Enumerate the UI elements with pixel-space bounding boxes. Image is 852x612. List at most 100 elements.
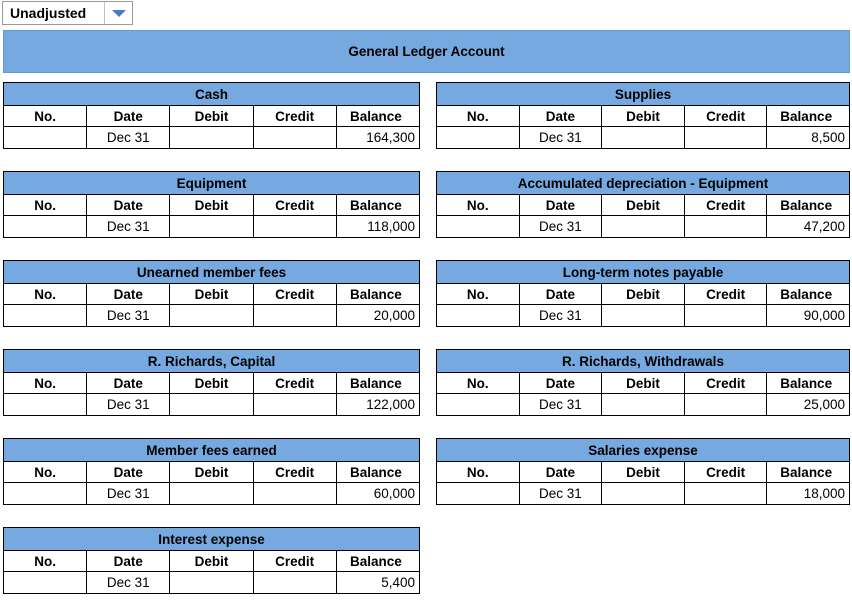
ledger-entry-row: Dec 31 20,000 (2, 304, 421, 327)
col-header-credit: Credit (683, 105, 768, 127)
ledger-table: Long-term notes payable No. Date Debit C… (436, 260, 850, 327)
col-header-no: No. (2, 105, 88, 127)
dropdown-arrow-button[interactable] (104, 2, 132, 24)
cell-balance: 47,200 (766, 215, 850, 238)
col-header-date: Date (86, 105, 171, 127)
col-header-date: Date (518, 105, 603, 127)
ledger-grid: Cash No. Date Debit Credit Balance Dec 3… (2, 82, 850, 594)
col-header-date: Date (86, 461, 171, 483)
cell-debit (169, 482, 254, 505)
ledger-title-row: Equipment (3, 171, 420, 195)
cell-no (2, 215, 88, 238)
cell-debit (169, 393, 254, 416)
cell-date: Dec 31 (518, 215, 603, 238)
ledger-account-title: Supplies (436, 82, 850, 106)
ledger-column-headers: No. Date Debit Credit Balance (2, 105, 421, 127)
col-header-debit: Debit (169, 194, 254, 216)
cell-credit (252, 126, 337, 149)
col-header-balance: Balance (766, 461, 850, 483)
col-header-balance: Balance (335, 550, 421, 572)
cell-credit (683, 482, 768, 505)
cell-credit (252, 304, 337, 327)
ledger-column-headers: No. Date Debit Credit Balance (2, 283, 421, 305)
ledger-table: Equipment No. Date Debit Credit Balance … (2, 171, 421, 238)
ledger-table: Unearned member fees No. Date Debit Cred… (2, 260, 421, 327)
ledger-entry-row: Dec 31 164,300 (2, 126, 421, 149)
col-header-no: No. (436, 105, 520, 127)
ledger-title-row: Interest expense (3, 527, 420, 551)
col-header-balance: Balance (335, 283, 421, 305)
cell-debit (169, 215, 254, 238)
cell-credit (683, 304, 768, 327)
col-header-balance: Balance (766, 372, 850, 394)
ledger-entry-row: Dec 31 25,000 (436, 393, 850, 416)
cell-no (2, 304, 88, 327)
col-header-date: Date (86, 550, 171, 572)
cell-credit (683, 126, 768, 149)
cell-debit (601, 126, 685, 149)
ledger-column-headers: No. Date Debit Credit Balance (2, 194, 421, 216)
cell-debit (601, 393, 685, 416)
col-header-balance: Balance (766, 194, 850, 216)
ledger-account-title: Long-term notes payable (436, 260, 850, 284)
ledger-column-headers: No. Date Debit Credit Balance (2, 550, 421, 572)
ledger-account-title: R. Richards, Capital (3, 349, 420, 373)
col-header-date: Date (518, 372, 603, 394)
col-header-credit: Credit (252, 372, 337, 394)
cell-no (436, 393, 520, 416)
col-header-date: Date (86, 283, 171, 305)
ledger-title-row: Member fees earned (3, 438, 420, 462)
cell-date: Dec 31 (86, 393, 171, 416)
ledger-column-headers: No. Date Debit Credit Balance (436, 372, 850, 394)
cell-no (436, 126, 520, 149)
cell-date: Dec 31 (86, 215, 171, 238)
ledger-entry-row: Dec 31 118,000 (2, 215, 421, 238)
col-header-no: No. (436, 194, 520, 216)
col-header-date: Date (518, 461, 603, 483)
ledger-title-row: Accumulated depreciation - Equipment (436, 171, 850, 195)
col-header-debit: Debit (169, 550, 254, 572)
ledger-title-row: Salaries expense (436, 438, 850, 462)
ledger-account-title: R. Richards, Withdrawals (436, 349, 850, 373)
ledger-title-row: Long-term notes payable (436, 260, 850, 284)
col-header-no: No. (2, 283, 88, 305)
col-header-balance: Balance (766, 283, 850, 305)
ledger-entry-row: Dec 31 8,500 (436, 126, 850, 149)
cell-date: Dec 31 (86, 304, 171, 327)
cell-balance: 90,000 (766, 304, 850, 327)
cell-date: Dec 31 (518, 393, 603, 416)
ledger-title-row: R. Richards, Withdrawals (436, 349, 850, 373)
ledger-column-headers: No. Date Debit Credit Balance (436, 194, 850, 216)
col-header-balance: Balance (335, 372, 421, 394)
col-header-credit: Credit (252, 550, 337, 572)
col-header-credit: Credit (683, 461, 768, 483)
col-header-no: No. (2, 372, 88, 394)
cell-credit (252, 215, 337, 238)
cell-no (2, 393, 88, 416)
ledger-account-title: Salaries expense (436, 438, 850, 462)
col-header-credit: Credit (252, 105, 337, 127)
cell-balance: 60,000 (335, 482, 421, 505)
cell-balance: 164,300 (335, 126, 421, 149)
ledger-account-title: Member fees earned (3, 438, 420, 462)
cell-no (436, 215, 520, 238)
col-header-date: Date (86, 372, 171, 394)
ledger-table: Salaries expense No. Date Debit Credit B… (436, 438, 850, 505)
ledger-view-dropdown[interactable]: Unadjusted (2, 1, 133, 25)
ledger-entry-row: Dec 31 60,000 (2, 482, 421, 505)
ledger-account-title: Unearned member fees (3, 260, 420, 284)
cell-balance: 122,000 (335, 393, 421, 416)
ledger-entry-row: Dec 31 18,000 (436, 482, 850, 505)
col-header-no: No. (436, 461, 520, 483)
ledger-entry-row: Dec 31 47,200 (436, 215, 850, 238)
ledger-table: Accumulated depreciation - Equipment No.… (436, 171, 850, 238)
col-header-date: Date (86, 194, 171, 216)
cell-credit (252, 482, 337, 505)
cell-balance: 20,000 (335, 304, 421, 327)
col-header-debit: Debit (601, 283, 685, 305)
cell-debit (169, 304, 254, 327)
cell-no (2, 126, 88, 149)
ledger-column-headers: No. Date Debit Credit Balance (436, 461, 850, 483)
col-header-debit: Debit (169, 105, 254, 127)
